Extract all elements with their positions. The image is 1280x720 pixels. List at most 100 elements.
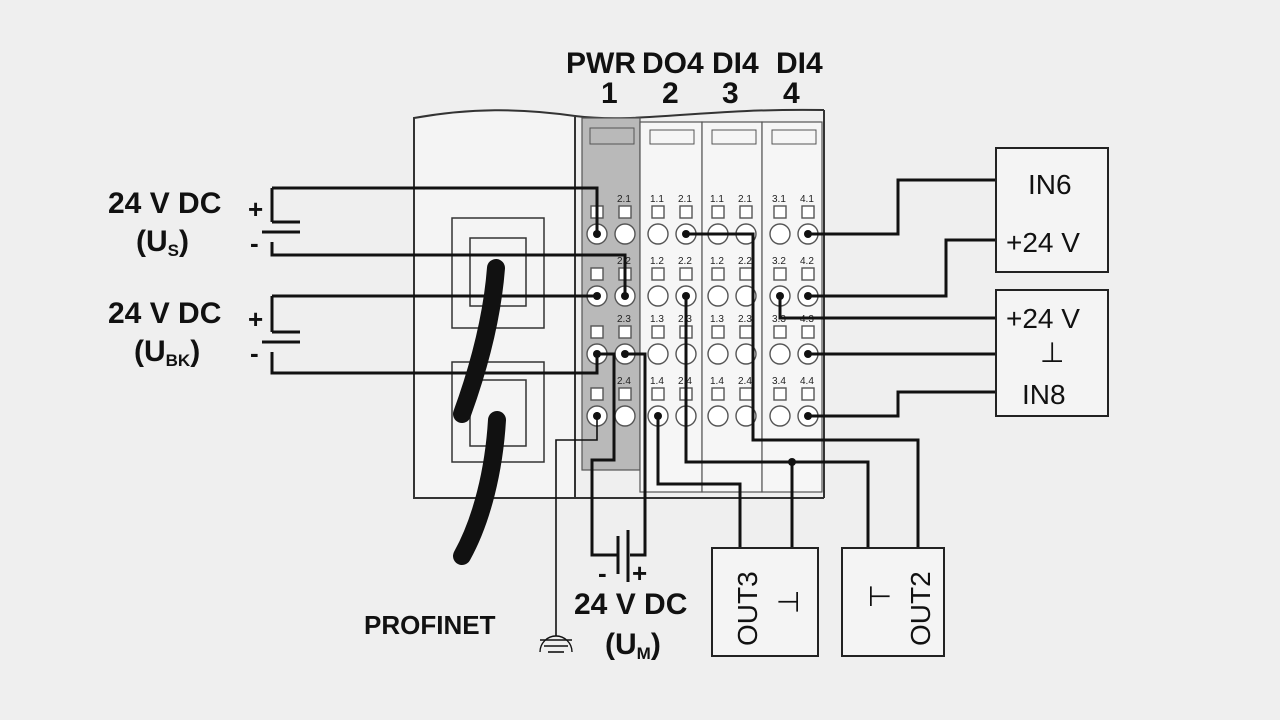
module-headers: PWR DO4 DI4 DI4 1 2 3 4: [566, 47, 823, 110]
supply-ubk-voltage: 24 V DC: [108, 297, 221, 330]
supply-um-minus: -: [598, 558, 607, 588]
terminal-release-button: [590, 267, 604, 281]
terminal-label: 1.3: [710, 314, 724, 325]
module-name-1: PWR: [566, 47, 636, 80]
terminal-point: [735, 343, 757, 365]
profinet-cable-2: [453, 411, 506, 565]
terminal-release-button: [773, 387, 787, 401]
terminal-release-button: [711, 325, 725, 339]
terminal-release-button: [801, 205, 815, 219]
terminal-release-button: [590, 325, 604, 339]
terminal-point: [707, 405, 729, 427]
terminal-point: [614, 223, 636, 245]
input-wires: [778, 178, 996, 418]
supply-us-label: (US): [136, 225, 189, 260]
supply-ubk-label: (UBK): [134, 335, 200, 370]
out2-label: OUT2: [905, 571, 936, 646]
terminal-label: 4.4: [800, 376, 814, 387]
terminal-point: [707, 343, 729, 365]
terminal-release-button: [739, 205, 753, 219]
terminal-release-button: [651, 325, 665, 339]
terminal-release-button: [651, 267, 665, 281]
in8-supply-label: +24 V: [1006, 303, 1080, 334]
terminal-label: 2.2: [678, 256, 692, 267]
terminal-point: [769, 343, 791, 365]
terminal-label: 1.1: [710, 194, 724, 205]
supply-um-plus: +: [632, 558, 647, 588]
supply-ubk: 24 V DC (UBK) + -: [108, 296, 300, 370]
supply-us-minus: -: [250, 228, 259, 258]
terminal-point: [769, 223, 791, 245]
terminal-release-button: [773, 325, 787, 339]
terminal-point: [647, 285, 669, 307]
in6-device: IN6 +24 V: [995, 147, 1109, 273]
profinet-cable-1: [453, 259, 505, 423]
terminal-release-button: [739, 387, 753, 401]
supply-us-voltage: 24 V DC: [108, 187, 221, 220]
terminal-release-button: [711, 387, 725, 401]
out2-device: ⊥ OUT2: [841, 547, 945, 657]
terminal-release-button: [773, 267, 787, 281]
terminal-label: 4.2: [800, 256, 814, 267]
module-number-4: 4: [783, 77, 800, 110]
terminal-point: [735, 405, 757, 427]
output-wires: [656, 232, 920, 548]
terminal-label: 3.2: [772, 256, 786, 267]
module-name-4: DI4: [776, 47, 823, 80]
terminal-point: [769, 405, 791, 427]
in8-device: +24 V ⊥ IN8: [995, 289, 1109, 417]
out3-ground: ⊥: [773, 590, 804, 614]
supply-wires: [270, 186, 627, 375]
supply-um-voltage: 24 V DC: [574, 588, 687, 621]
supply-ubk-minus: -: [250, 338, 259, 368]
module-number-1: 1: [601, 77, 618, 110]
out2-ground: ⊥: [864, 584, 895, 608]
terminal-release-button: [651, 387, 665, 401]
terminal-release-button: [801, 267, 815, 281]
supply-us-plus: +: [248, 194, 263, 224]
terminal-label: 2.4: [617, 376, 631, 387]
terminal-label: 2.2: [738, 256, 752, 267]
terminal-point: [647, 343, 669, 365]
terminal-release-button: [590, 387, 604, 401]
terminal-point: [707, 285, 729, 307]
module-name-2: DO4: [642, 47, 704, 80]
supply-ubk-plus: +: [248, 304, 263, 334]
module-number-3: 3: [722, 77, 739, 110]
terminal-label: 1.1: [650, 194, 664, 205]
terminal-release-button: [739, 325, 753, 339]
di4-module-4: [761, 121, 823, 493]
in6-label: IN6: [1028, 169, 1072, 200]
terminal-release-button: [618, 205, 632, 219]
terminal-release-button: [618, 325, 632, 339]
out3-device: OUT3 ⊥: [711, 547, 819, 657]
do4-module: [639, 121, 703, 493]
terminal-label: 4.1: [800, 194, 814, 205]
terminal-label: 1.4: [710, 376, 724, 387]
module-number-2: 2: [662, 77, 679, 110]
terminal-label: 3.4: [772, 376, 786, 387]
terminal-label: 2.4: [738, 376, 752, 387]
earth-ground-icon: [539, 412, 598, 653]
supply-um-label: (UM): [605, 628, 661, 663]
terminal-point: [614, 405, 636, 427]
terminal-label: 2.1: [738, 194, 752, 205]
terminal-label: 1.4: [650, 376, 664, 387]
terminal-release-button: [773, 205, 787, 219]
housing-top-edge: [574, 108, 825, 120]
in6-supply-label: +24 V: [1006, 227, 1080, 258]
terminal-release-button: [711, 205, 725, 219]
in8-ground-label: ⊥: [1040, 337, 1064, 368]
profinet-label: PROFINET: [364, 610, 496, 640]
terminal-release-button: [801, 325, 815, 339]
terminal-label: 3.1: [772, 194, 786, 205]
terminal-release-button: [679, 205, 693, 219]
terminal-label: 2.3: [617, 314, 631, 325]
terminal-release-button: [679, 267, 693, 281]
terminal-release-button: [651, 205, 665, 219]
terminal-label: 1.2: [650, 256, 664, 267]
terminal-release-button: [711, 267, 725, 281]
terminal-label: 2.1: [617, 194, 631, 205]
supply-um: - + 24 V DC (UM): [574, 352, 687, 663]
